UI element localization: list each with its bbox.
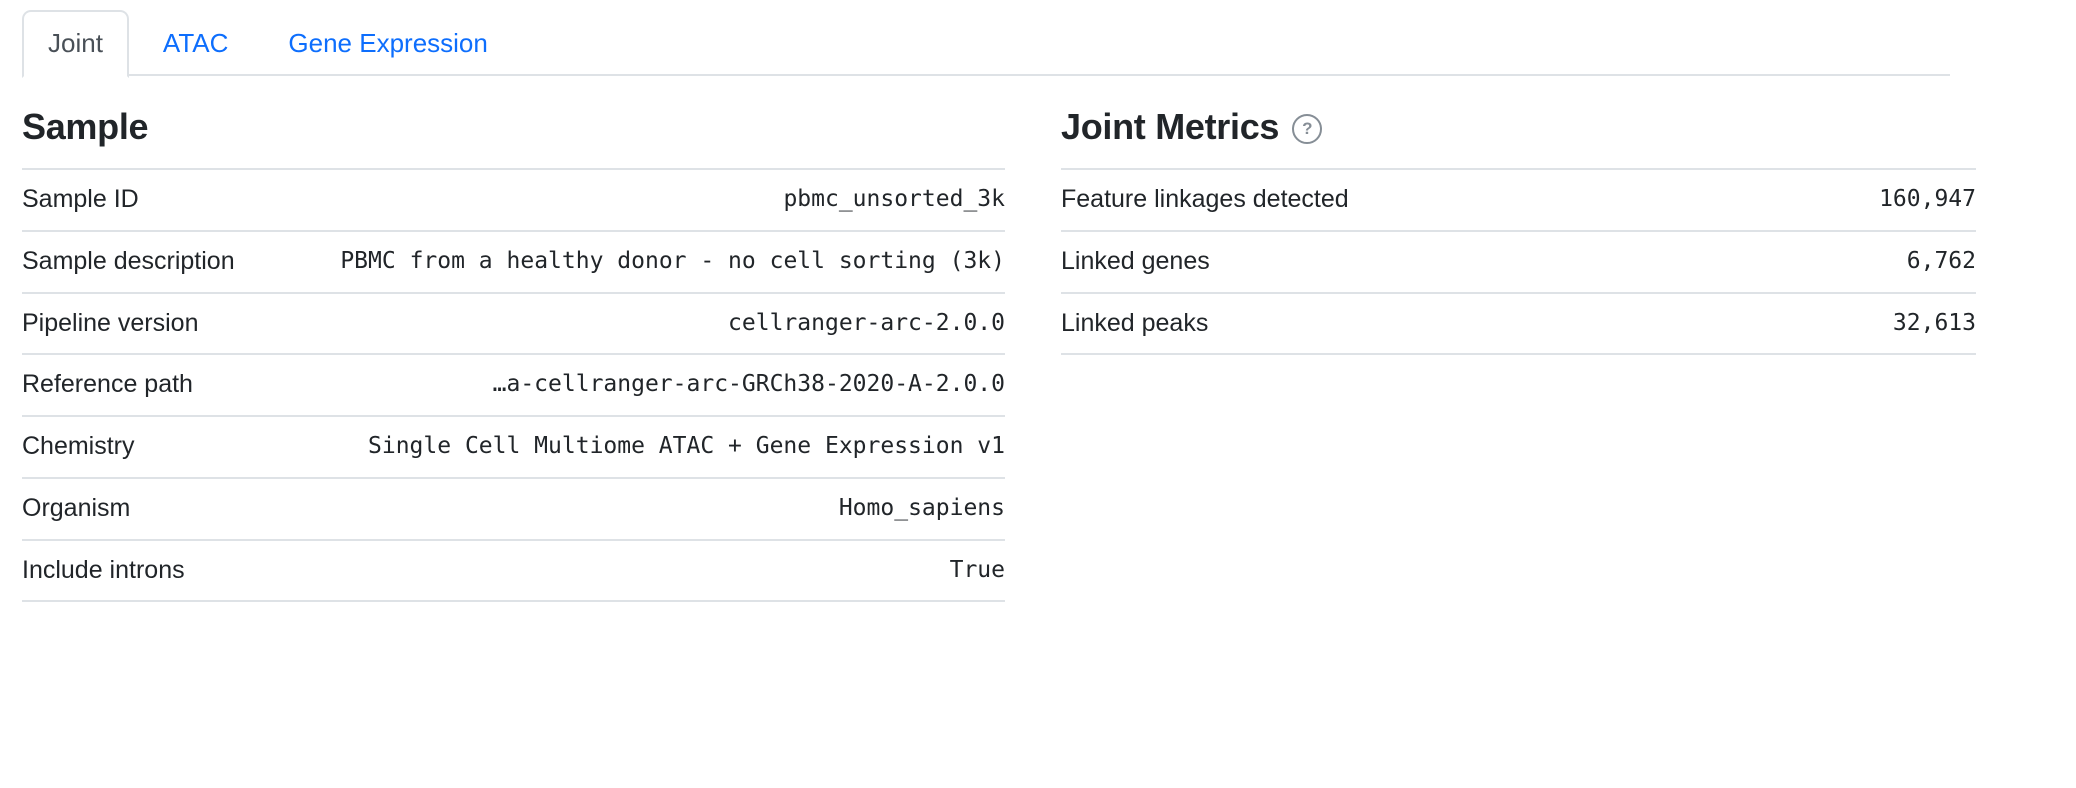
- row-value: 32,613: [1892, 309, 1976, 336]
- row-label: Feature linkages detected: [1061, 185, 1349, 213]
- row-label: Reference path: [22, 370, 193, 399]
- table-row: Include introns True: [22, 539, 1005, 602]
- help-glyph: ?: [1302, 118, 1313, 138]
- joint-metrics-title-text: Joint Metrics: [1061, 106, 1280, 147]
- tab-gene-expression[interactable]: Gene Expression: [288, 28, 488, 58]
- page-title: Sample: [22, 106, 149, 147]
- row-label: Linked peaks: [1061, 308, 1209, 337]
- joint-metrics-panel: Joint Metrics ? Feature linkages detecte…: [1061, 76, 1976, 602]
- tab-atac[interactable]: ATAC: [162, 28, 229, 58]
- table-row: Sample description PBMC from a healthy d…: [22, 230, 1005, 293]
- row-value: Homo_sapiens: [838, 494, 1005, 521]
- tab-joint[interactable]: Joint: [22, 10, 129, 78]
- table-row: Feature linkages detected 160,947: [1061, 169, 1976, 231]
- row-label: Include introns: [22, 555, 185, 584]
- row-label: Pipeline version: [22, 308, 199, 337]
- row-value: 160,947: [1879, 186, 1976, 212]
- row-value: 6,762: [1906, 247, 1976, 274]
- table-row: Sample ID pbmc_unsorted_3k: [22, 169, 1005, 231]
- row-label: Organism: [22, 493, 131, 522]
- row-label: Chemistry: [22, 432, 135, 460]
- joint-metrics-panel-title: Joint Metrics ?: [1061, 106, 1976, 148]
- table-row: Linked peaks 32,613: [1061, 292, 1976, 355]
- joint-metrics-table: Feature linkages detected 160,947 Linked…: [1061, 168, 1976, 355]
- row-label: Sample description: [22, 246, 235, 275]
- table-row: Chemistry Single Cell Multiome ATAC + Ge…: [22, 416, 1005, 478]
- table-row: Pipeline version cellranger-arc-2.0.0: [22, 292, 1005, 355]
- row-value: True: [949, 556, 1005, 583]
- table-row: Organism Homo_sapiens: [22, 477, 1005, 540]
- page-content: Sample Sample ID pbmc_unsorted_3k Sample…: [0, 76, 2076, 602]
- row-value: cellranger-arc-2.0.0: [728, 309, 1005, 336]
- tab-list: Joint ATAC Gene Expression: [22, 0, 2076, 78]
- tab-bar: Joint ATAC Gene Expression: [0, 0, 2076, 78]
- help-circle-icon[interactable]: ?: [1292, 114, 1323, 144]
- row-value: Single Cell Multiome ATAC + Gene Express…: [368, 433, 1005, 459]
- column-gap: [1005, 76, 1061, 602]
- row-value: PBMC from a healthy donor - no cell sort…: [340, 247, 1005, 274]
- sample-panel: Sample Sample ID pbmc_unsorted_3k Sample…: [22, 76, 1005, 602]
- sample-panel-title: Sample: [22, 106, 1005, 148]
- row-value: …a-cellranger-arc-GRCh38-2020-A-2.0.0: [492, 371, 1005, 398]
- table-row: Reference path …a-cellranger-arc-GRCh38-…: [22, 354, 1005, 416]
- table-row: Linked genes 6,762: [1061, 230, 1976, 293]
- row-value: pbmc_unsorted_3k: [783, 186, 1005, 212]
- sample-metrics-table: Sample ID pbmc_unsorted_3k Sample descri…: [22, 168, 1005, 602]
- row-label: Sample ID: [22, 185, 139, 213]
- row-label: Linked genes: [1061, 246, 1210, 275]
